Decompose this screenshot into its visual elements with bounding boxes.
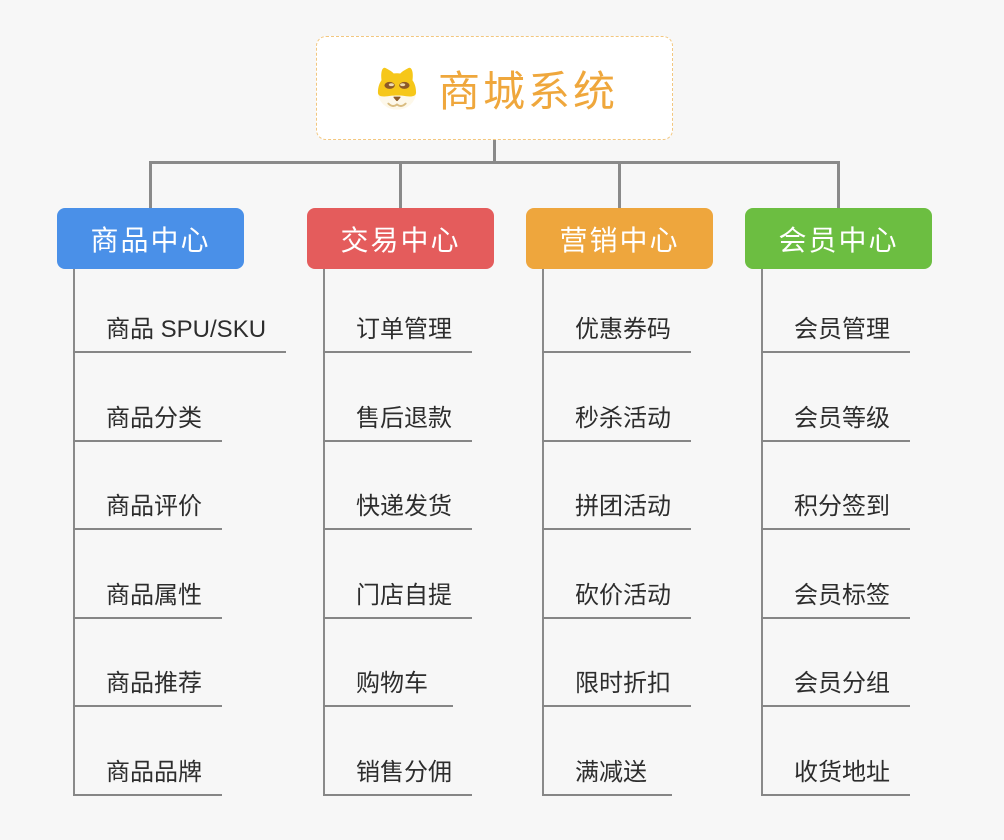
- branch-spine-line: [761, 269, 763, 796]
- branch-node-product-center[interactable]: 商品中心: [57, 208, 244, 269]
- connector-drop-trade-center: [399, 161, 402, 208]
- leaf-node-product-center-3[interactable]: 商品评价: [73, 490, 222, 530]
- leaf-node-marketing-center-2[interactable]: 秒杀活动: [542, 402, 691, 442]
- leaf-node-member-center-4[interactable]: 会员标签: [761, 579, 910, 619]
- leaf-node-member-center-6[interactable]: 收货地址: [761, 756, 910, 796]
- leaf-node-marketing-center-5[interactable]: 限时折扣: [542, 667, 691, 707]
- connector-root-stub: [492, 140, 496, 164]
- leaf-node-product-center-2[interactable]: 商品分类: [73, 402, 222, 442]
- connector-drop-product-center: [149, 161, 152, 208]
- leaf-node-trade-center-5[interactable]: 购物车: [323, 667, 453, 707]
- leaf-node-marketing-center-3[interactable]: 拼团活动: [542, 490, 691, 530]
- root-node[interactable]: 商城系统: [316, 36, 673, 140]
- connector-drop-member-center: [837, 161, 840, 208]
- connector-bus: [149, 161, 840, 164]
- leaf-node-member-center-2[interactable]: 会员等级: [761, 402, 910, 442]
- leaf-node-product-center-1[interactable]: 商品 SPU/SKU: [73, 313, 287, 353]
- leaf-node-member-center-3[interactable]: 积分签到: [761, 490, 910, 530]
- doge-icon: [377, 67, 417, 110]
- leaf-node-trade-center-1[interactable]: 订单管理: [323, 313, 472, 353]
- leaf-node-product-center-4[interactable]: 商品属性: [73, 579, 222, 619]
- connector-drop-marketing-center: [618, 161, 621, 208]
- leaf-node-marketing-center-1[interactable]: 优惠券码: [542, 313, 691, 353]
- branch-label-product-center: 商品中心: [90, 224, 211, 256]
- leaf-node-member-center-1[interactable]: 会员管理: [761, 313, 910, 353]
- leaf-node-marketing-center-6[interactable]: 满减送: [542, 756, 672, 796]
- branch-node-marketing-center[interactable]: 营销中心: [526, 208, 713, 269]
- branch-spine-line: [73, 269, 75, 796]
- leaf-node-member-center-5[interactable]: 会员分组: [761, 667, 910, 707]
- branch-node-member-center[interactable]: 会员中心: [745, 208, 932, 269]
- leaf-node-trade-center-2[interactable]: 售后退款: [323, 402, 472, 442]
- leaf-node-product-center-6[interactable]: 商品品牌: [73, 756, 222, 796]
- branch-spine-line: [323, 269, 325, 796]
- leaf-node-marketing-center-4[interactable]: 砍价活动: [542, 579, 691, 619]
- root-title: 商城系统: [437, 67, 618, 115]
- branch-label-marketing-center: 营销中心: [559, 224, 680, 256]
- branch-spine-line: [542, 269, 544, 796]
- branch-node-trade-center[interactable]: 交易中心: [307, 208, 494, 269]
- branch-label-member-center: 会员中心: [778, 224, 899, 256]
- leaf-node-trade-center-6[interactable]: 销售分佣: [323, 756, 472, 796]
- leaf-node-trade-center-4[interactable]: 门店自提: [323, 579, 472, 619]
- leaf-node-trade-center-3[interactable]: 快递发货: [323, 490, 472, 530]
- leaf-node-product-center-5[interactable]: 商品推荐: [73, 667, 222, 707]
- branch-label-trade-center: 交易中心: [340, 224, 461, 256]
